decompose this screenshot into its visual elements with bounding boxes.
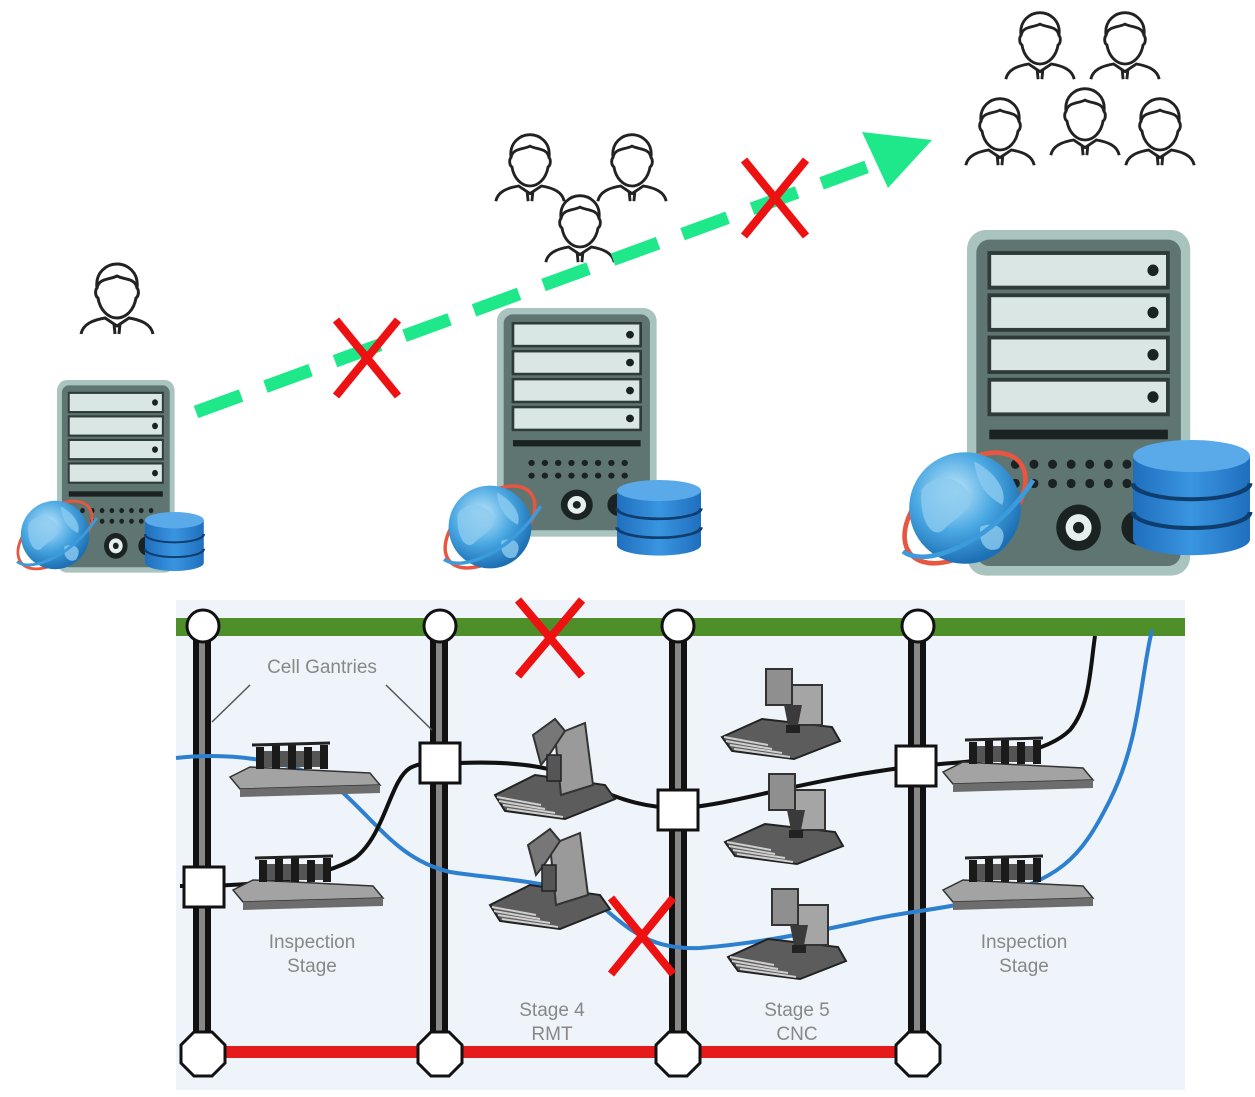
label-cell-gantries: Cell Gantries — [267, 657, 377, 678]
label-inspection-left-stage: Stage — [287, 956, 337, 977]
label-inspection-left: Inspection — [269, 932, 356, 953]
user-icon — [1124, 97, 1196, 167]
label-inspection-right-stage: Stage — [999, 956, 1049, 977]
database-icon — [615, 478, 703, 558]
user-icon — [1089, 11, 1161, 81]
cross-mark — [514, 597, 586, 679]
gantry-carriage — [182, 741, 938, 909]
cross-mark — [332, 317, 402, 399]
cross-mark — [740, 157, 810, 239]
user-icon — [79, 262, 155, 336]
database-icon — [143, 510, 206, 573]
database-icon — [1133, 440, 1250, 555]
scaling-illustration — [4, 11, 1250, 585]
arrow-head — [862, 132, 932, 188]
label-stage5: Stage 5 — [764, 1000, 830, 1021]
user-icon — [544, 194, 616, 264]
gantry-columns — [193, 626, 926, 1056]
blue-path — [175, 629, 1154, 951]
gantry-leader-lines — [211, 684, 433, 731]
label-stage5-cnc: CNC — [776, 1024, 817, 1045]
user-icon — [596, 133, 668, 203]
factory-diagram: Cell Gantries Inspection Stage Stage 4 R… — [175, 597, 1185, 1090]
user-icon — [494, 133, 566, 203]
user-icon — [1004, 11, 1076, 81]
label-stage4-rmt: RMT — [531, 1024, 573, 1045]
cross-mark — [607, 895, 677, 977]
label-stage4: Stage 4 — [519, 1000, 585, 1021]
user-icon — [964, 97, 1036, 167]
gantry-node — [179, 1030, 942, 1078]
gantry-node — [185, 608, 936, 644]
label-inspection-right: Inspection — [981, 932, 1068, 953]
user-icon — [1049, 87, 1121, 157]
